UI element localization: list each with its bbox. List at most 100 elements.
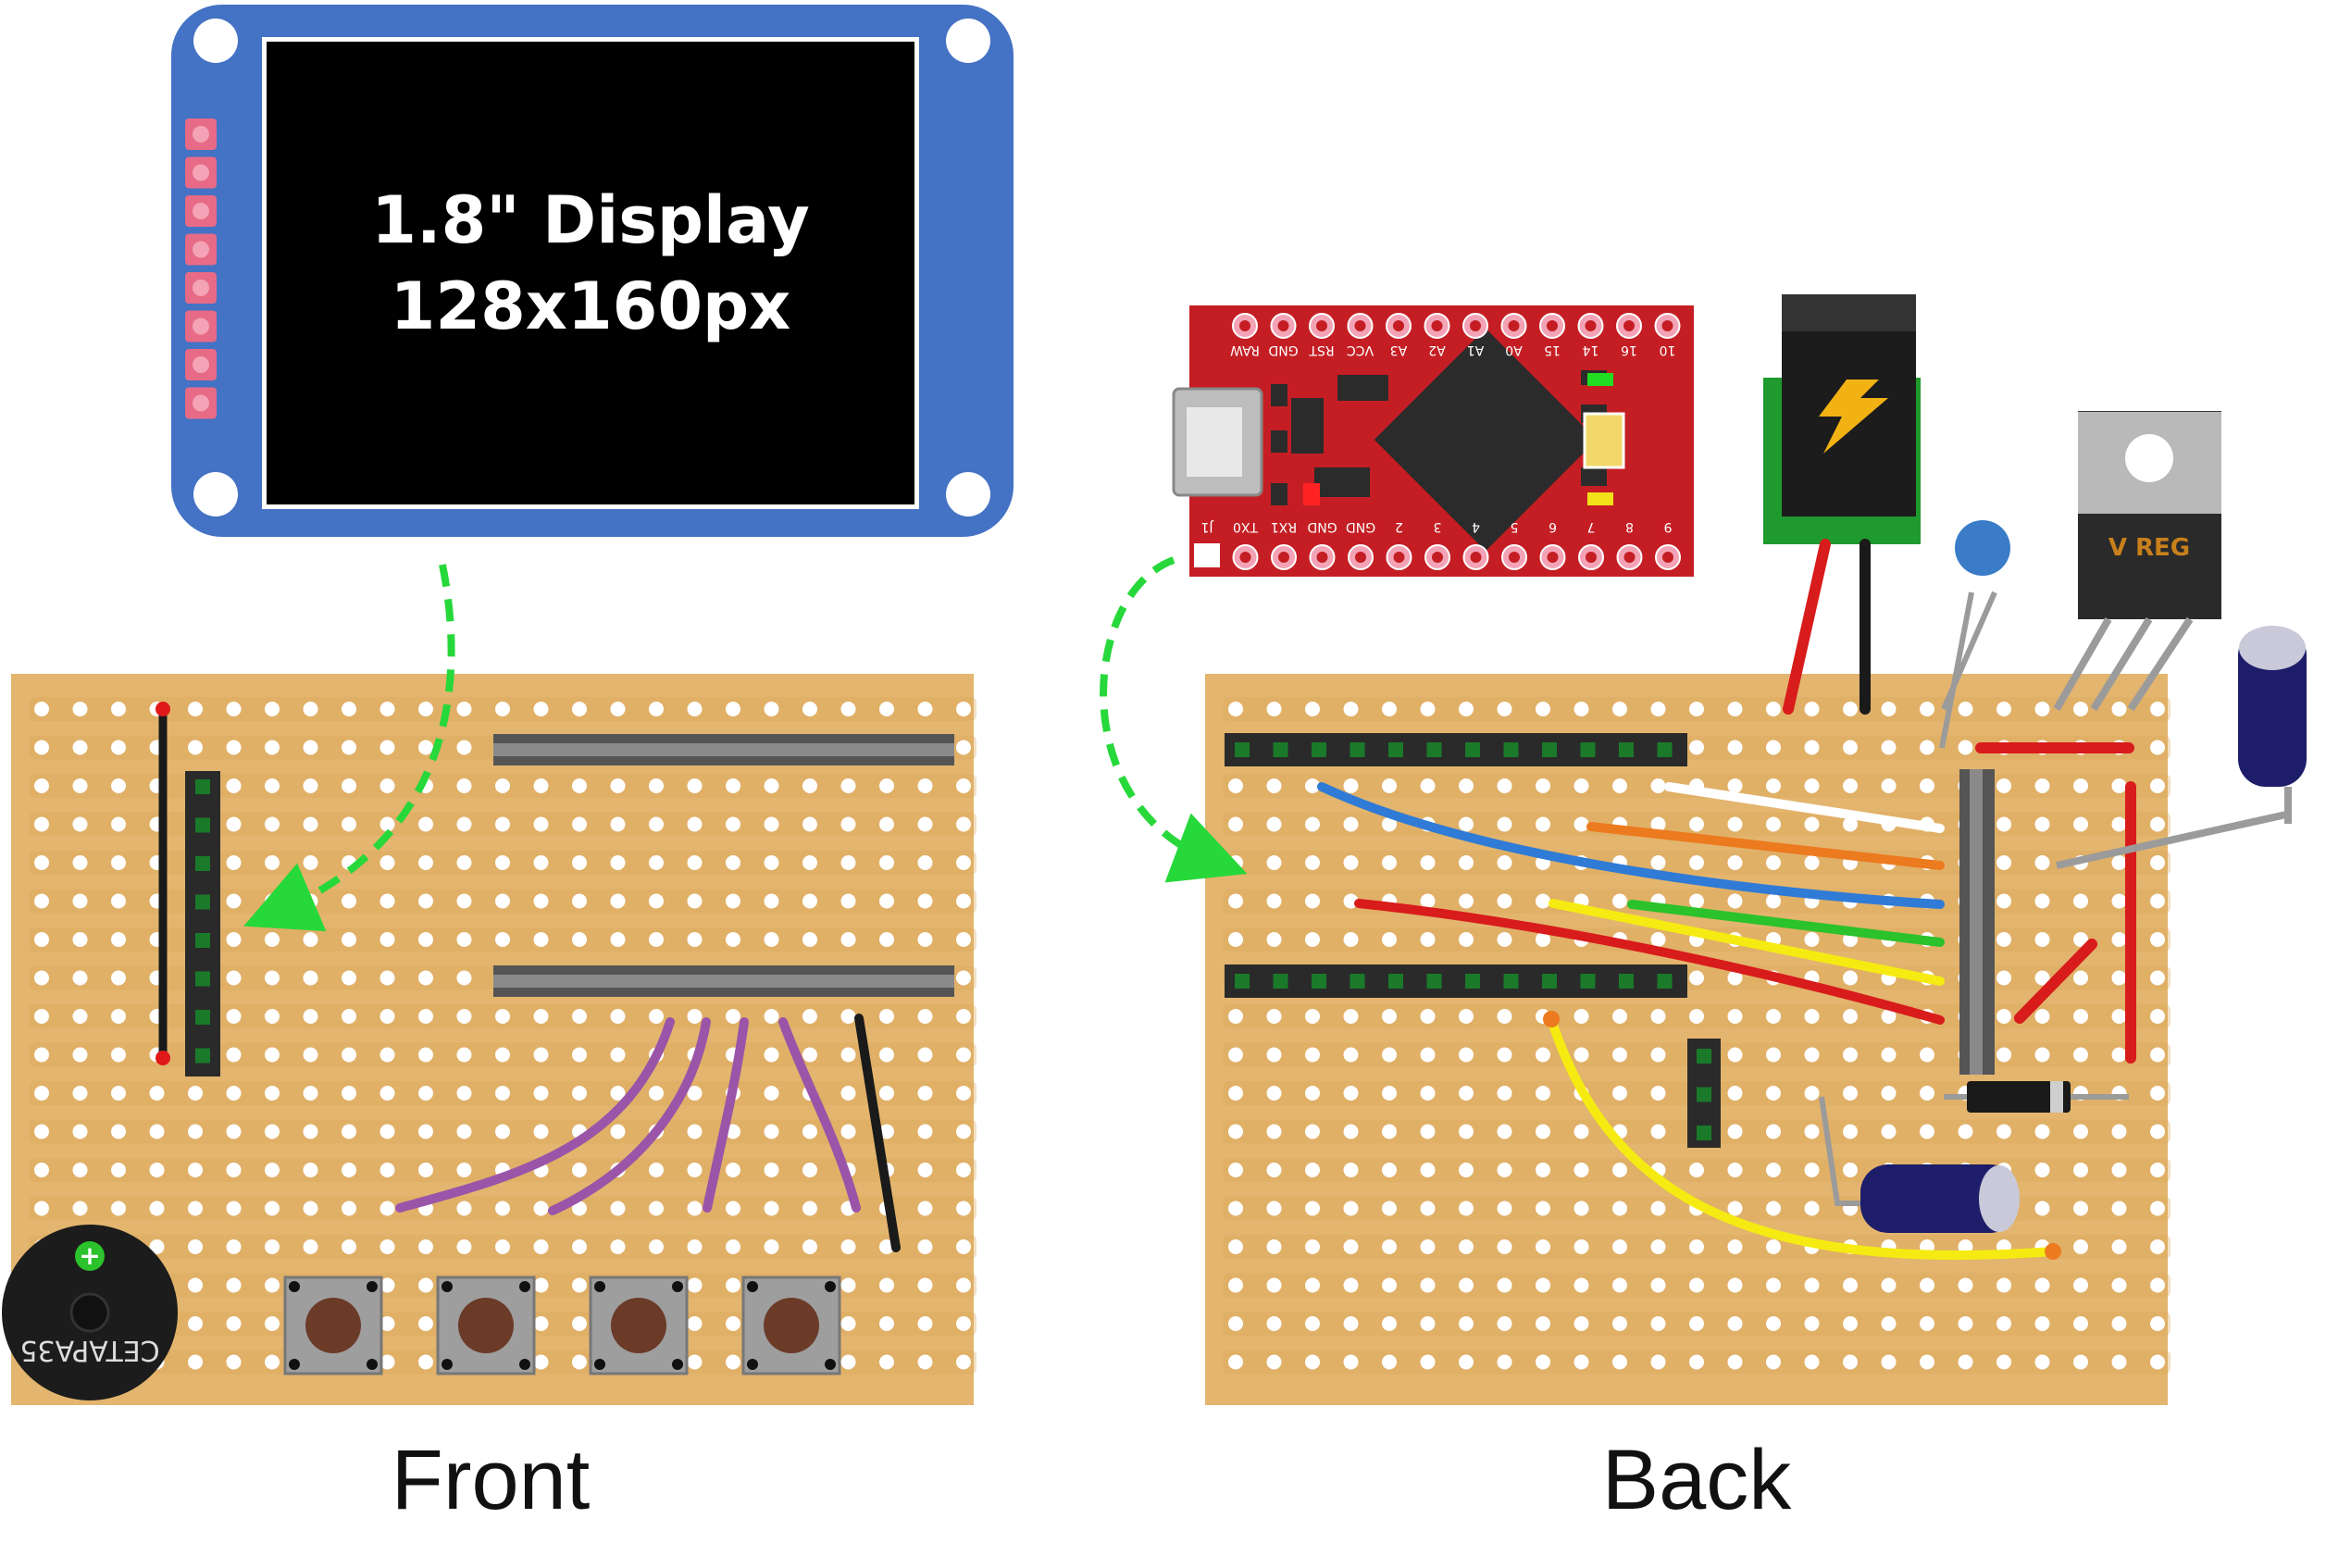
stripboard-hole bbox=[649, 1009, 664, 1024]
stripboard-hole bbox=[265, 1163, 280, 1177]
pro-micro-pin-hole bbox=[1547, 552, 1559, 563]
regulator-mount-hole bbox=[2125, 434, 2173, 482]
smd-part bbox=[1337, 375, 1388, 401]
stripboard-hole bbox=[687, 1316, 703, 1331]
stripboard-hole bbox=[1266, 1163, 1282, 1177]
stripboard-hole bbox=[533, 1201, 549, 1216]
stripboard-hole bbox=[418, 932, 433, 947]
purple-wire bbox=[548, 1017, 711, 1215]
back-top-female-header bbox=[1225, 733, 1687, 766]
stripboard-hole bbox=[572, 1047, 587, 1063]
piezo-buzzer: + CETAPA35 bbox=[2, 1225, 178, 1400]
stripboard-hole bbox=[2150, 1354, 2165, 1370]
push-button[interactable] bbox=[283, 1276, 383, 1375]
stripboard-hole bbox=[265, 1239, 280, 1254]
button-corner bbox=[289, 1359, 300, 1370]
stripboard-hole bbox=[342, 1047, 356, 1063]
header-pin bbox=[1465, 974, 1480, 989]
pro-micro-pin-label: A2 bbox=[1428, 342, 1445, 357]
stripboard-hole bbox=[1305, 1163, 1320, 1177]
stripboard-hole bbox=[1920, 1316, 1934, 1331]
push-button[interactable] bbox=[741, 1276, 841, 1375]
stripboard-hole bbox=[917, 1047, 933, 1063]
black-ground-wire bbox=[854, 1014, 901, 1252]
stripboard-hole bbox=[956, 1316, 971, 1331]
stripboard-hole bbox=[379, 1354, 395, 1370]
stripboard-hole bbox=[1305, 1316, 1320, 1331]
stripboard-hole bbox=[1420, 1163, 1436, 1177]
stripboard-hole bbox=[2111, 932, 2127, 947]
header-shine bbox=[1970, 769, 1983, 1075]
stripboard-hole bbox=[1266, 1086, 1282, 1101]
stripboard-hole bbox=[1343, 1047, 1359, 1063]
stripboard-hole bbox=[226, 932, 242, 947]
stripboard-hole bbox=[379, 1277, 395, 1293]
stripboard-hole bbox=[687, 893, 703, 909]
pro-micro-pin-hole bbox=[1316, 552, 1328, 563]
stripboard-hole bbox=[917, 1201, 933, 1216]
stripboard-hole bbox=[72, 740, 88, 755]
stripboard-hole bbox=[1343, 1201, 1359, 1216]
pro-micro-pin-hole bbox=[1431, 320, 1443, 331]
stripboard-hole bbox=[572, 1239, 587, 1254]
blue-wire bbox=[1317, 782, 1945, 909]
stripboard-hole bbox=[342, 932, 356, 947]
stripboard-hole bbox=[226, 855, 242, 870]
header-pin bbox=[1273, 974, 1288, 989]
stripboard-hole bbox=[226, 1124, 242, 1139]
stripboard-hole bbox=[1650, 1047, 1666, 1063]
stripboard-hole bbox=[764, 1086, 779, 1101]
stripboard-hole bbox=[1228, 932, 1243, 947]
stripboard-hole bbox=[1766, 893, 1781, 909]
stripboard-hole bbox=[265, 932, 280, 947]
stripboard-hole bbox=[34, 1201, 49, 1216]
stripboard-hole bbox=[188, 1201, 203, 1216]
stripboard-hole bbox=[1920, 778, 1934, 793]
stripboard-hole bbox=[72, 1163, 88, 1177]
stripboard-hole bbox=[2073, 1277, 2088, 1293]
push-button[interactable] bbox=[589, 1276, 689, 1375]
stripboard-hole bbox=[2111, 1354, 2127, 1370]
push-button[interactable] bbox=[436, 1276, 536, 1375]
stripboard-hole bbox=[1305, 1354, 1320, 1370]
stripboard-hole bbox=[1305, 816, 1320, 832]
stripboard-hole bbox=[495, 1201, 510, 1216]
stripboard-hole bbox=[879, 932, 894, 947]
stripboard-hole bbox=[1266, 893, 1282, 909]
stripboard-hole bbox=[303, 1086, 318, 1101]
stripboard-hole bbox=[1343, 1009, 1359, 1024]
stripboard-hole bbox=[610, 855, 626, 870]
stripboard-hole bbox=[226, 1086, 242, 1101]
red-power-wire bbox=[1783, 539, 1831, 715]
stripboard-hole bbox=[111, 702, 126, 716]
stripboard-hole bbox=[1843, 1163, 1858, 1177]
cap-top bbox=[1979, 1165, 2020, 1232]
stripboard-hole bbox=[495, 1239, 510, 1254]
stripboard-hole bbox=[1497, 1277, 1512, 1293]
stripboard-hole bbox=[265, 740, 280, 755]
stripboard-hole bbox=[572, 1201, 587, 1216]
stripboard-hole bbox=[1459, 702, 1474, 716]
button-corner bbox=[289, 1281, 300, 1292]
stripboard-hole bbox=[1459, 1009, 1474, 1024]
stripboard-hole bbox=[687, 816, 703, 832]
stripboard-hole bbox=[265, 1047, 280, 1063]
stripboard-hole bbox=[1420, 1316, 1436, 1331]
stripboard-hole bbox=[1420, 1201, 1436, 1216]
stripboard-hole bbox=[1727, 816, 1743, 832]
stripboard-hole bbox=[1996, 816, 2011, 832]
stripboard-hole bbox=[2111, 970, 2127, 986]
stripboard-hole bbox=[610, 816, 626, 832]
stripboard-hole bbox=[1727, 740, 1743, 755]
stripboard-hole bbox=[1727, 778, 1743, 793]
stripboard-hole bbox=[2150, 816, 2165, 832]
display-pin-hole bbox=[193, 126, 209, 143]
pro-micro-pin-hole bbox=[1278, 552, 1289, 563]
stripboard-hole bbox=[495, 778, 510, 793]
stripboard-hole bbox=[1382, 1124, 1397, 1139]
j1-jumper bbox=[1194, 543, 1220, 567]
stripboard-hole bbox=[1920, 702, 1934, 716]
button-corner bbox=[747, 1281, 758, 1292]
stripboard-hole bbox=[1573, 1163, 1589, 1177]
stripboard-hole bbox=[2111, 1009, 2127, 1024]
